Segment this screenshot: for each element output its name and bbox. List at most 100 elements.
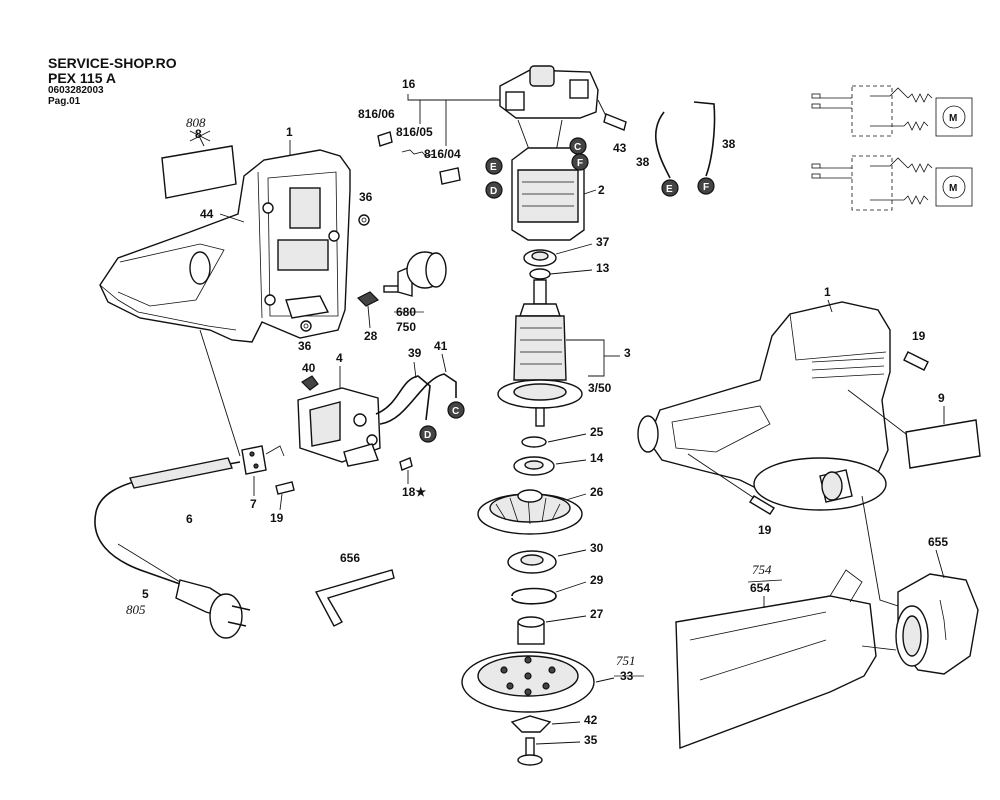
screw-19-right-top (903, 351, 929, 371)
washer-36-top (358, 214, 370, 226)
hex-key-656 (314, 569, 395, 627)
label-751: 751 (616, 653, 636, 668)
label-8-struck: 8 (195, 127, 202, 141)
wire-38-left (654, 111, 671, 179)
header: SERVICE-SHOP.RO PEX 115 A 0603282003 Pag… (48, 56, 177, 107)
connector-e-wire (661, 179, 679, 197)
connector-f-wire (697, 177, 715, 195)
label-37: 37 (596, 235, 610, 249)
dust-adapter-655 (895, 573, 979, 675)
label-6: 6 (186, 512, 193, 526)
connector-f-stator-label: F (577, 158, 583, 169)
label-750: 750 (396, 320, 416, 334)
label-39: 39 (408, 346, 422, 360)
connector-d-switch (419, 425, 437, 443)
label-16: 16 (402, 77, 416, 91)
label-28: 28 (364, 329, 378, 343)
switch-4 (297, 373, 457, 467)
plug-5 (117, 543, 251, 639)
label-5-struck: 5 (142, 587, 149, 601)
circlip-29 (511, 587, 557, 605)
connector-e-stator-label: E (490, 162, 497, 173)
part-40 (301, 375, 319, 391)
connector-d-stator-label: D (490, 186, 497, 197)
screw-19-right-bottom (749, 495, 775, 515)
wiring-schematic-bottom: M (811, 155, 973, 211)
label-816-05: 816/05 (396, 125, 433, 139)
label-plate-9 (905, 419, 981, 469)
connector-e-wire-label: E (666, 184, 673, 195)
armature-3 (497, 279, 583, 427)
label-25: 25 (590, 425, 604, 439)
label-805: 805 (126, 602, 146, 617)
label-18: 18★ (402, 485, 426, 499)
connector-c-label: C (452, 406, 459, 417)
part-number: 0603282003 (48, 85, 104, 96)
dust-bag-654 (675, 569, 897, 749)
label-1-left: 1 (286, 125, 293, 139)
washer-25 (521, 436, 547, 448)
label-2: 2 (598, 183, 605, 197)
label-38-right: 38 (722, 137, 736, 151)
connector-d-stator (485, 181, 503, 199)
sleeve-13 (529, 268, 551, 280)
motor-symbol-top: M (949, 113, 957, 124)
label-38-left: 38 (636, 155, 650, 169)
housing-left (99, 149, 351, 343)
motor-symbol-bottom: M (949, 183, 957, 194)
label-656: 656 (340, 551, 360, 565)
housing-assembled (637, 301, 891, 511)
model-name: PEX 115 A (48, 70, 116, 86)
carbon-brush-816-04 (439, 167, 461, 185)
washer-36-bottom (300, 320, 312, 332)
label-42: 42 (584, 713, 598, 727)
label-27: 27 (590, 607, 604, 621)
label-43: 43 (613, 141, 627, 155)
label-36-top: 36 (359, 190, 373, 204)
label-808: 808 (186, 115, 206, 130)
screw-18 (399, 457, 413, 471)
connector-f-wire-label: F (703, 182, 709, 193)
shop-name: SERVICE-SHOP.RO (48, 55, 177, 71)
spring-816-05 (401, 149, 435, 157)
connector-c-stator-label: C (574, 142, 581, 153)
wiring-schematic-top: M (811, 85, 973, 137)
label-19-right-top: 19 (912, 329, 926, 343)
label-4: 4 (336, 351, 343, 365)
sanding-pad-33 (461, 651, 595, 713)
speed-knob: 680 750 (383, 251, 447, 334)
label-30: 30 (590, 541, 604, 555)
label-754: 754 (752, 562, 772, 577)
label-40: 40 (302, 361, 316, 375)
label-29: 29 (590, 573, 604, 587)
label-41: 41 (434, 339, 448, 353)
label-13: 13 (596, 261, 610, 275)
page-number: Pag.01 (48, 96, 81, 107)
label-9: 9 (938, 391, 945, 405)
screw-43 (603, 113, 627, 131)
label-19-cord: 19 (270, 511, 284, 525)
connector-d-label: D (424, 430, 431, 441)
connector-f-stator (571, 153, 589, 171)
label-7: 7 (250, 497, 257, 511)
label-655: 655 (928, 535, 948, 549)
label-44: 44 (200, 207, 214, 221)
screw-19-cord (275, 481, 295, 495)
label-654-struck: 654 (750, 581, 770, 595)
fan-26 (477, 489, 583, 535)
label-26: 26 (590, 485, 604, 499)
connector-e-stator (485, 157, 503, 175)
label-1-right: 1 (824, 285, 831, 299)
label-14: 14 (590, 451, 604, 465)
field-stator-2 (511, 147, 585, 241)
label-816-04: 816/04 (424, 147, 461, 161)
label-19-right-bottom: 19 (758, 523, 772, 537)
label-36-bottom: 36 (298, 339, 312, 353)
brush-cap-816-06 (377, 131, 393, 147)
label-35: 35 (584, 733, 598, 747)
connector-c-switch (447, 401, 465, 419)
wire-38-right (693, 101, 716, 177)
label-plate-8: 808 8 (161, 115, 237, 199)
